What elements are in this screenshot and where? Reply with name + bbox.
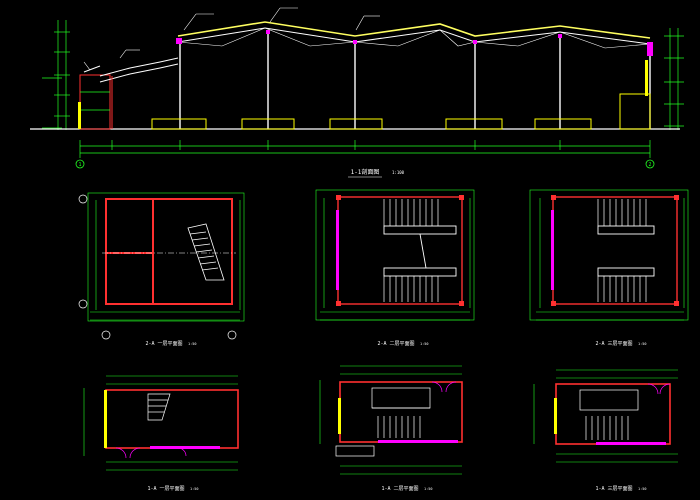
section-scale: 1:100 xyxy=(392,170,405,175)
annex-block xyxy=(78,65,111,130)
plan-2a-floor2: 2-A 二层平面图 1:50 xyxy=(315,189,475,347)
plan-5-title: 1-A 二层平面图 xyxy=(381,486,418,492)
plan-1a-floor3: 1-A 三层平面图 1:50 xyxy=(533,369,678,492)
plan-2-scale: 1:50 xyxy=(420,342,428,346)
plan-1-title: 2-A 一层平面图 xyxy=(145,341,182,347)
plan-3-scale: 1:50 xyxy=(638,342,646,346)
axis-bubble-left: 1 xyxy=(78,162,81,168)
section-axis-bubbles xyxy=(75,159,655,169)
annex-roof xyxy=(99,57,179,129)
plan-1a-floor1: 1-A 一层平面图 1:50 xyxy=(83,375,239,492)
section-bottom-dimension xyxy=(79,140,651,158)
plan-4-scale: 1:50 xyxy=(190,487,198,491)
plan-2a-floor1: 2-A 一层平面图 1:50 xyxy=(78,192,245,347)
axis-bubble-right: 2 xyxy=(648,162,651,168)
section-footings xyxy=(151,93,651,130)
plan-1a-floor2: 1-A 二层平面图 1:50 xyxy=(319,365,463,492)
main-roof xyxy=(177,21,651,49)
section-left-dimensions xyxy=(42,20,70,130)
roof-annotations xyxy=(83,7,380,71)
plan-3-title: 2-A 三层平面图 xyxy=(595,341,632,347)
section-view: 1 2 1-1剖面图 1:100 xyxy=(30,7,684,178)
plan-2-title: 2-A 二层平面图 xyxy=(377,341,414,347)
section-right-dimensions xyxy=(664,28,684,130)
plan-6-scale: 1:50 xyxy=(638,487,646,491)
plan-2a-floor3: 2-A 三层平面图 1:50 xyxy=(529,189,689,347)
column-capitals xyxy=(176,30,653,56)
section-title: 1-1剖面图 xyxy=(351,168,380,176)
plan-5-scale: 1:50 xyxy=(424,487,432,491)
plan-1-scale: 1:50 xyxy=(188,342,196,346)
plan-6-title: 1-A 三层平面图 xyxy=(595,486,632,492)
plan-4-title: 1-A 一层平面图 xyxy=(147,486,184,492)
right-wall-fill xyxy=(645,60,648,96)
